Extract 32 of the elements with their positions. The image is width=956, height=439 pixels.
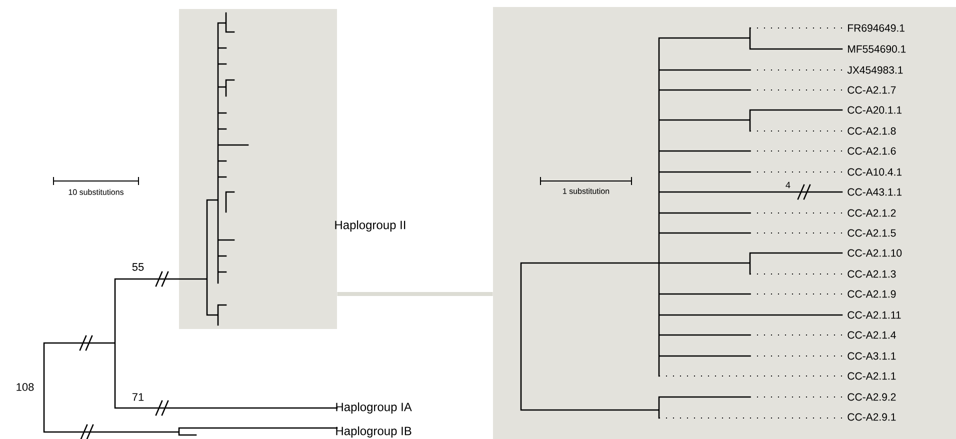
leaf-label: JX454983.1	[847, 66, 903, 74]
leaf-label: CC-A2.1.3	[848, 270, 896, 278]
leaf-label: CC-A2.9.2	[848, 393, 896, 401]
leaf-label: CC-A2.1.1	[848, 372, 896, 380]
panel	[493, 7, 956, 439]
group-label: Haplogroup IA	[336, 402, 412, 414]
leaf-label: FR694649.1	[848, 24, 904, 32]
leaf-label: CC-A2.1.6	[848, 147, 896, 155]
leaf-label: MF554690.1	[848, 45, 906, 53]
leaf-label: CC-A2.1.2	[848, 209, 896, 217]
leaf-label: CC-A2.9.1	[848, 413, 896, 421]
panel	[179, 9, 337, 329]
leaf-label: CC-A2.1.5	[848, 229, 896, 237]
group-label: Haplogroup IB	[336, 426, 412, 438]
support-value: 55	[132, 263, 144, 271]
leaf-label: CC-A2.1.9	[848, 290, 896, 298]
support-value: 71	[132, 393, 144, 401]
leaf-label: CC-A20.1.1	[848, 106, 902, 114]
branch-length-label: 4	[786, 182, 790, 188]
leaf-label: CC-A2.1.10	[848, 249, 902, 257]
support-value: 108	[16, 383, 34, 391]
leaf-label: CC-A2.1.11	[848, 311, 901, 319]
leaf-label: CC-A2.1.7	[848, 86, 896, 94]
leaf-label: CC-A2.1.8	[848, 127, 896, 135]
leaf-label: CC-A3.1.1	[848, 352, 896, 360]
leaf-label: CC-A43.1.1	[848, 188, 902, 196]
scale-label: 10 substitutions	[68, 189, 124, 195]
scale-label: 1 substitution	[563, 188, 610, 194]
leaf-label: CC-A10.4.1	[848, 168, 902, 176]
leaf-label: CC-A2.1.4	[848, 331, 896, 339]
group-label: Haplogroup II	[335, 220, 406, 232]
connector-band	[337, 292, 493, 296]
